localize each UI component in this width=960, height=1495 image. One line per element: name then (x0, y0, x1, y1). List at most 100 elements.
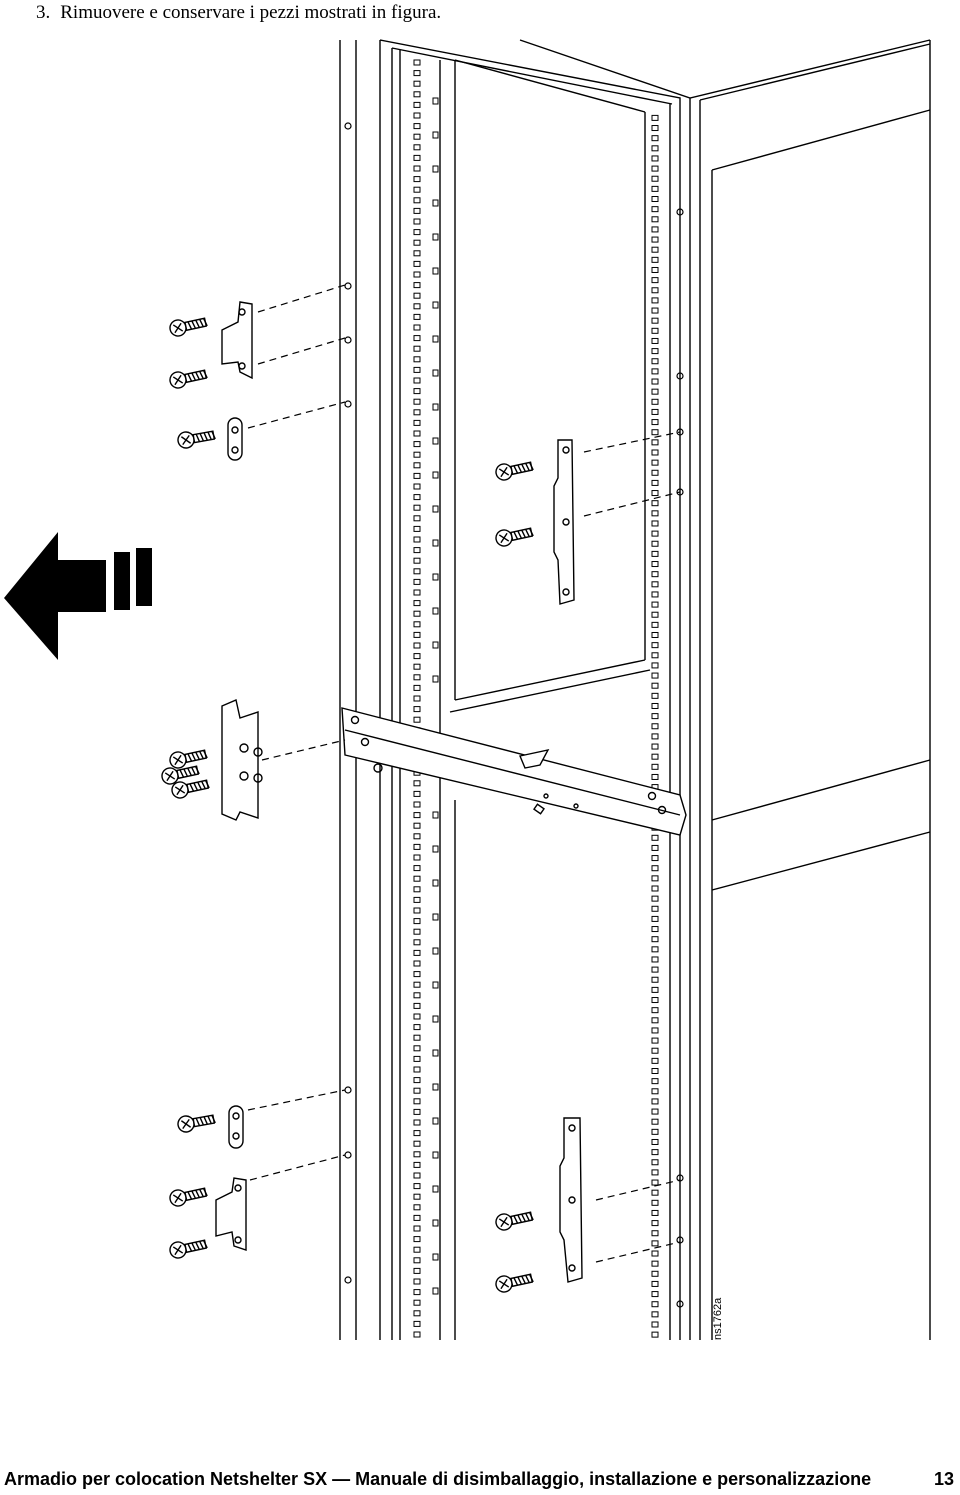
rail-hole (413, 960, 421, 967)
screw (177, 430, 216, 449)
rail-hole (651, 895, 659, 902)
rail-hole (413, 377, 421, 384)
rail-hole (413, 303, 421, 310)
rail-hole (432, 1083, 439, 1091)
rail-hole (651, 611, 659, 618)
rail-hole (651, 307, 659, 314)
rail-hole (413, 896, 421, 903)
screw (495, 527, 534, 547)
rail-hole (651, 459, 659, 466)
screw (169, 749, 208, 769)
screws (161, 317, 534, 1293)
rail-hole (651, 408, 659, 415)
rail-hole (413, 430, 421, 437)
rail-hole (651, 662, 659, 669)
rail-hole (413, 865, 421, 872)
rail-hole (413, 218, 421, 225)
step-text: Rimuovere e conservare i pezzi mostrati … (60, 2, 442, 23)
rail-hole (413, 1289, 421, 1296)
rail-hole (413, 239, 421, 246)
rail-hole (651, 206, 659, 213)
frame-hole (676, 208, 684, 216)
rail-hole (651, 1027, 659, 1034)
rail-hole (432, 981, 439, 989)
rail-hole (413, 70, 421, 77)
rail-hole (432, 1219, 439, 1227)
rail-hole (432, 199, 439, 207)
rail-hole (413, 494, 421, 501)
link-plate-upper (227, 417, 243, 461)
rail-hole (413, 706, 421, 713)
rail-hole (413, 1278, 421, 1285)
rail-hole (413, 971, 421, 978)
rail-hole (413, 1077, 421, 1084)
link-plate-lower (228, 1105, 244, 1149)
rail-hole (651, 1138, 659, 1145)
rail-hole (413, 1119, 421, 1126)
rail-hole (651, 165, 659, 172)
rail-hole (432, 675, 439, 683)
screw (169, 317, 208, 337)
rail-hole (651, 1149, 659, 1156)
rail-hole (651, 135, 659, 142)
rail-hole (651, 155, 659, 162)
footer-title: Armadio per colocation Netshelter SX — M… (4, 1469, 872, 1489)
rail-hole (651, 915, 659, 922)
rail-hole (651, 1291, 659, 1298)
bracket-right-upper (553, 439, 575, 605)
rail-hole (432, 811, 439, 819)
left-arrow-icon (4, 532, 152, 660)
rail-hole (651, 976, 659, 983)
screw (171, 779, 210, 799)
rail-hole (651, 358, 659, 365)
rail-hole (413, 621, 421, 628)
rail-hole (432, 131, 439, 139)
frame-hole (344, 1086, 352, 1094)
rail-hole (651, 682, 659, 689)
rail-hole (651, 723, 659, 730)
rail-hole (432, 403, 439, 411)
rail-hole (651, 642, 659, 649)
rail-hole (651, 327, 659, 334)
screw (495, 1273, 534, 1293)
rail-hole (413, 1236, 421, 1243)
rail-hole (413, 1002, 421, 1009)
rail-hole (651, 449, 659, 456)
screw (495, 1211, 534, 1231)
rail-hole (651, 571, 659, 578)
rail-hole (651, 125, 659, 132)
rail-hole (413, 176, 421, 183)
rail-hole (413, 409, 421, 416)
rail-hole (413, 907, 421, 914)
rail-hole (413, 790, 421, 797)
rail-hole (651, 520, 659, 527)
rail-hole (432, 97, 439, 105)
frame-hole (676, 1174, 684, 1182)
rail-hole (413, 388, 421, 395)
rail-hole (651, 439, 659, 446)
rail-hole (413, 949, 421, 956)
rail-hole (651, 429, 659, 436)
rail-hole (651, 530, 659, 537)
rail-hole (651, 246, 659, 253)
rail-hole (413, 1246, 421, 1253)
rail-hole (413, 197, 421, 204)
rail-hole (413, 1172, 421, 1179)
frame-holes (344, 122, 684, 1308)
rail-hole (413, 472, 421, 479)
rail-hole (413, 822, 421, 829)
rail-hole (432, 301, 439, 309)
rail-hole (413, 451, 421, 458)
rail-hole (413, 112, 421, 119)
rail-hole (413, 250, 421, 257)
rail-hole (413, 1310, 421, 1317)
rail-hole (413, 653, 421, 660)
rail-hole (432, 1253, 439, 1261)
rail-hole (651, 1108, 659, 1115)
rail-hole (651, 388, 659, 395)
rail-hole (651, 1321, 659, 1328)
frame-hole (344, 1151, 352, 1159)
rail-hole (432, 539, 439, 547)
rail-hole (651, 185, 659, 192)
rail-hole (413, 801, 421, 808)
